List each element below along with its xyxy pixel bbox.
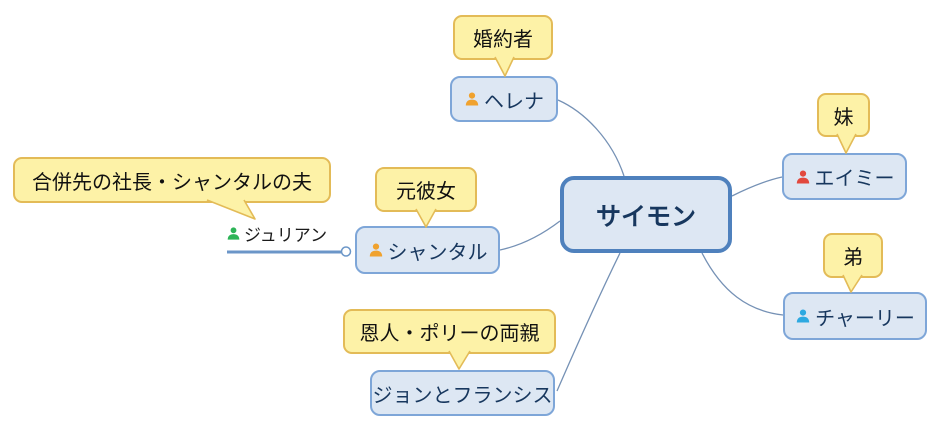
topic-label: チャーリー [815, 307, 915, 330]
topic-helena[interactable]: ヘレナ [450, 76, 558, 122]
callout-ex-girlfriend[interactable]: 元彼女 [375, 167, 477, 212]
topic-label: ヘレナ [484, 90, 544, 113]
central-topic-simon[interactable]: サイモン [560, 176, 732, 253]
topic-label: シャンタル [387, 241, 488, 264]
connector-simon-charlie [701, 252, 784, 316]
callout-label: 元彼女 [396, 181, 456, 203]
callout-label: 合併先の社長・シャンタルの夫 [32, 171, 312, 194]
person-icon [795, 169, 811, 185]
collapse-handle[interactable] [340, 246, 352, 257]
topic-label: サイモン [595, 202, 696, 231]
person-icon [368, 242, 384, 258]
topic-label: ジュリアン [244, 225, 328, 245]
callout-fiancee[interactable]: 婚約者 [453, 15, 553, 60]
callout-label: 婚約者 [473, 29, 533, 51]
connector-simon-chantal [499, 220, 561, 251]
topic-charlie[interactable]: チャーリー [783, 292, 927, 340]
callout-benefactor-pollys-parents[interactable]: 恩人・ポリーの両親 [343, 309, 556, 354]
person-icon [226, 226, 241, 241]
connector-simon-amy [731, 176, 783, 197]
topic-label: ジョンとフランシス [372, 384, 553, 407]
topic-amy[interactable]: エイミー [782, 153, 907, 200]
topic-julian[interactable]: ジュリアン [226, 219, 327, 247]
person-icon [464, 91, 480, 107]
person-icon [795, 308, 811, 324]
callout-label: 弟 [843, 247, 863, 269]
topic-label: エイミー [814, 168, 895, 190]
callout-label: 妹 [833, 106, 854, 129]
topic-chantal[interactable]: シャンタル [355, 226, 500, 274]
callout-younger-brother[interactable]: 弟 [823, 233, 883, 278]
topic-john-and-francis[interactable]: ジョンとフランシス [370, 370, 555, 416]
callout-younger-sister[interactable]: 妹 [817, 93, 870, 137]
callout-label: 恩人・ポリーの両親 [359, 323, 540, 345]
connector-simon-helena [557, 99, 625, 177]
callout-merger-president-chantals-husband[interactable]: 合併先の社長・シャンタルの夫 [13, 157, 331, 203]
connector-simon-john-francis [556, 252, 621, 392]
